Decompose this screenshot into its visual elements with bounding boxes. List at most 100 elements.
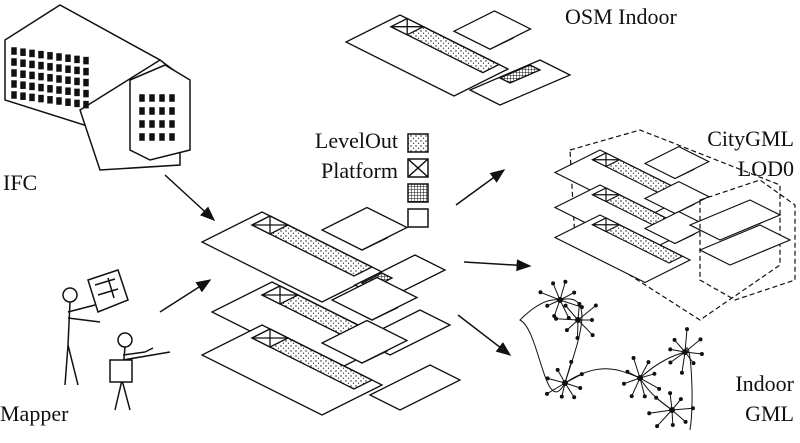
- network-leaf: [563, 303, 568, 308]
- network-spoke: [564, 373, 583, 384]
- network-leaf: [572, 290, 577, 295]
- mapper-tablet: [87, 269, 129, 313]
- building-window: [74, 77, 80, 86]
- building-window: [38, 94, 44, 103]
- label-citygml: CityGML: [707, 126, 794, 151]
- network-spoke: [631, 377, 641, 397]
- legend-swatch-dotted: [407, 133, 429, 153]
- building-window: [169, 120, 175, 128]
- network-leaf: [579, 372, 584, 377]
- network-spoke: [674, 339, 686, 353]
- legend-label-levelout: LevelOut: [314, 128, 398, 153]
- building-window: [83, 56, 89, 65]
- network-spoke: [559, 299, 570, 319]
- network-leaf: [631, 356, 636, 361]
- arrow-mapper-to-stack: [159, 279, 212, 313]
- network-leaf: [647, 411, 652, 416]
- citygml-lod0-sketch: [553, 129, 796, 321]
- network-spoke: [559, 281, 566, 301]
- network-spoke: [557, 369, 566, 384]
- network-leaf: [668, 347, 673, 352]
- network-spoke: [671, 398, 682, 411]
- building-window: [38, 61, 44, 70]
- network-spoke: [627, 371, 641, 379]
- network-spoke: [576, 319, 579, 339]
- building-window: [11, 91, 17, 99]
- network-leaf: [621, 381, 626, 386]
- network-spoke: [684, 351, 702, 355]
- network-leaf: [690, 406, 695, 411]
- building-window: [11, 69, 17, 77]
- building-window: [11, 80, 17, 88]
- building-window: [74, 88, 80, 97]
- floor-bottom-wing: [368, 364, 462, 411]
- network-leaf: [668, 360, 673, 365]
- building-window: [65, 87, 71, 95]
- building-window: [47, 74, 53, 82]
- legend-swatch-empty: [407, 208, 429, 228]
- building-window: [169, 133, 175, 141]
- building-window: [83, 67, 89, 76]
- network-leaf: [699, 351, 704, 356]
- network-spoke: [684, 338, 701, 353]
- network-leaf: [552, 313, 557, 318]
- network-spoke: [655, 397, 673, 411]
- network-spoke: [639, 377, 660, 390]
- floor-middle-platform-cross: [262, 286, 298, 304]
- city-floor-3-room: [643, 210, 711, 245]
- network-spoke: [546, 382, 566, 395]
- network-spoke: [553, 299, 561, 317]
- city-floor-1-platform-cross: [592, 153, 620, 167]
- network-spoke: [639, 377, 646, 397]
- building-window: [149, 120, 155, 128]
- network-leaf: [577, 302, 582, 307]
- network-spoke: [540, 291, 561, 301]
- building-window: [38, 72, 44, 81]
- network-leaf: [670, 422, 675, 427]
- building-window: [38, 50, 44, 59]
- network-edges: [519, 298, 693, 431]
- building-window: [65, 76, 71, 84]
- building-window: [47, 52, 53, 60]
- building-window: [20, 59, 26, 67]
- network-spoke: [564, 382, 581, 389]
- building-window: [169, 94, 175, 102]
- network-spoke: [577, 319, 593, 336]
- network-spoke: [559, 299, 583, 308]
- building-window: [47, 63, 53, 71]
- arrow-stack-to-osm: [455, 169, 506, 206]
- building-window: [11, 58, 17, 66]
- network-leaf: [590, 333, 595, 338]
- network-leaf: [545, 391, 550, 396]
- network-spoke: [564, 382, 575, 398]
- network-spoke: [552, 283, 561, 301]
- osm-indoor-sketch: [344, 10, 572, 106]
- network-leaf: [578, 385, 583, 390]
- floor-top-platform-cross: [252, 216, 288, 234]
- building-window: [83, 78, 89, 87]
- label-lod0: LOD0: [737, 156, 794, 181]
- mapper-body-1: [64, 301, 101, 386]
- building-window: [56, 86, 62, 94]
- city-wing-1: [688, 199, 782, 241]
- network-leaf: [559, 394, 564, 399]
- building-window: [139, 94, 145, 102]
- indoorgml-network-sketch: [519, 279, 704, 431]
- network-leaf: [657, 386, 662, 391]
- building-window: [159, 107, 165, 115]
- network-leaf: [545, 303, 550, 308]
- network-leaf: [593, 303, 598, 308]
- citygml-bbox-2: [699, 179, 796, 301]
- network-spoke: [684, 329, 688, 353]
- network-spoke: [670, 351, 686, 363]
- network-spoke: [671, 409, 674, 426]
- building-window: [29, 49, 35, 58]
- osm-wing: [468, 59, 572, 106]
- network-leaf: [685, 327, 690, 332]
- network-leaf: [672, 337, 677, 342]
- building-window: [74, 66, 80, 75]
- network-leaf: [625, 369, 630, 374]
- network-leaf: [668, 391, 673, 396]
- arrow-stack-to-indoorgml: [457, 314, 512, 356]
